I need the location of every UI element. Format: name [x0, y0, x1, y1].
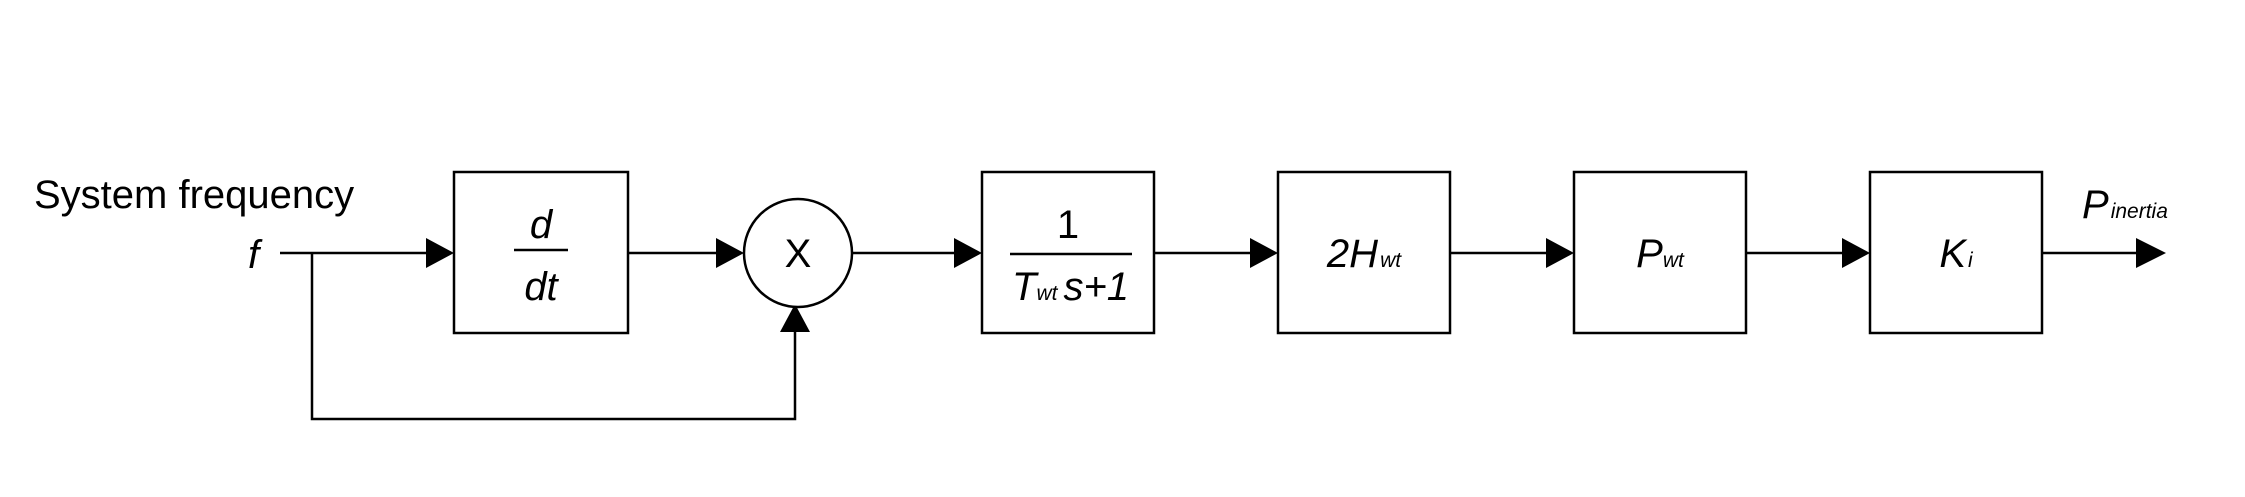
inertia-gain-sub: wt	[1380, 249, 1402, 272]
arrowhead-k	[1842, 238, 1870, 268]
power-rating-main: P	[1636, 232, 1663, 276]
arrowhead-multiplier	[716, 238, 744, 268]
k-gain-main: K	[1939, 232, 1968, 276]
input-symbol: f	[248, 233, 263, 277]
lag-den-t-sub: wt	[1036, 282, 1058, 305]
power-rating-block: Pwt	[1572, 170, 1748, 335]
power-rating-sub: wt	[1663, 249, 1685, 272]
input-title: System frequency	[34, 173, 354, 217]
multiplier-symbol: X	[785, 232, 812, 276]
lag-den-rest: s+1	[1063, 265, 1129, 309]
k-gain-label: Ki	[1939, 232, 1974, 276]
arrowhead-derivative	[426, 238, 454, 268]
power-rating-label: Pwt	[1636, 232, 1685, 276]
inertia-gain-block: 2Hwt	[1276, 170, 1452, 335]
arrowhead-output	[2136, 238, 2166, 268]
inertia-gain-main: 2H	[1326, 232, 1378, 276]
derivative-block: d dt	[452, 170, 630, 335]
k-gain-block: Ki	[1868, 170, 2044, 335]
derivative-numerator: d	[530, 203, 554, 247]
arrowhead-inertia	[1250, 238, 1278, 268]
k-gain-sub: i	[1968, 249, 1974, 272]
arrowhead-multiplier-bottom	[780, 304, 810, 332]
output-sub: inertia	[2111, 200, 2168, 223]
lag-den-t: T	[1012, 265, 1039, 309]
wire-feedback	[310, 253, 797, 421]
output-label: Pinertia	[2082, 183, 2168, 227]
arrowhead-lag	[954, 238, 982, 268]
lag-numerator: 1	[1057, 203, 1079, 247]
multiplier-junction: X	[742, 197, 854, 309]
arrowhead-power	[1546, 238, 1574, 268]
derivative-denominator: dt	[524, 265, 559, 309]
inertia-gain-label: 2Hwt	[1326, 232, 1402, 276]
output-main: P	[2082, 183, 2109, 227]
